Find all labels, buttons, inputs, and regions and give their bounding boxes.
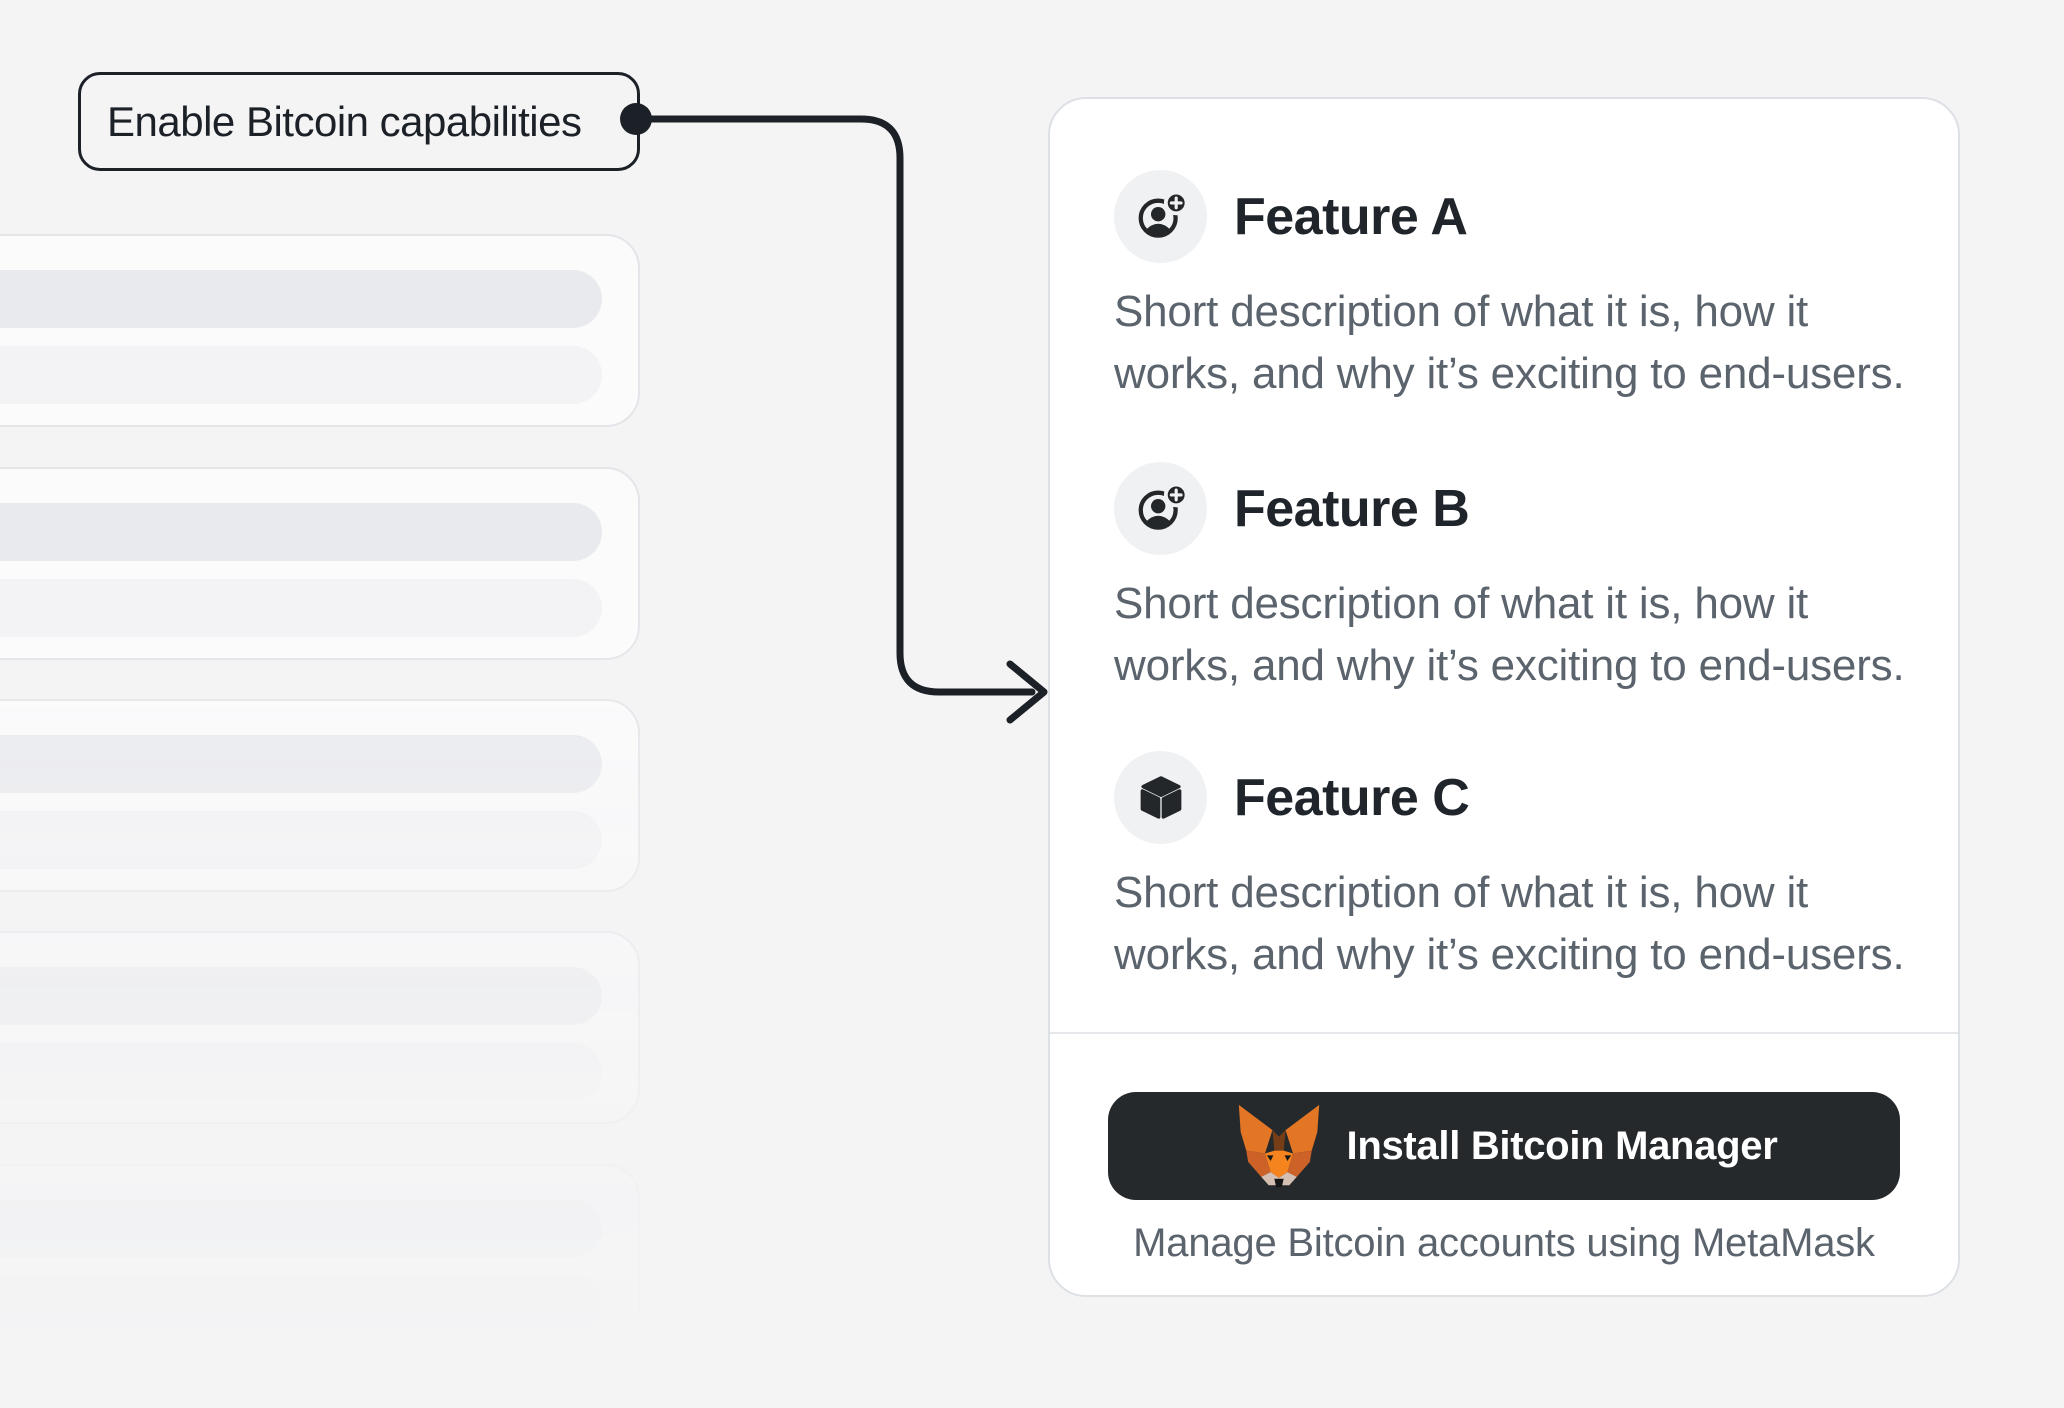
skeleton-bar [0, 346, 602, 404]
skeleton-bar [0, 503, 602, 561]
skeleton-bar [0, 1043, 602, 1101]
feature-description: Short description of what it is, how it … [1114, 287, 1905, 398]
feature-title: Feature C [1234, 768, 1470, 827]
feature-item-a: Feature A Short description of what it i… [1114, 170, 1914, 405]
skeleton-bar [0, 1200, 602, 1258]
metamask-fox-icon [1231, 1103, 1327, 1189]
feature-title: Feature A [1234, 187, 1468, 246]
skeleton-card [0, 234, 640, 427]
feature-description: Short description of what it is, how it … [1114, 868, 1905, 979]
skeleton-card [0, 467, 640, 660]
callout-label: Enable Bitcoin capabilities [107, 97, 582, 145]
skeleton-bar [0, 1276, 602, 1334]
install-bitcoin-manager-button[interactable]: Install Bitcoin Manager [1108, 1092, 1900, 1200]
skeleton-bar [0, 735, 602, 793]
card-divider [1050, 1032, 1958, 1034]
feature-item-c: Feature C Short description of what it i… [1114, 751, 1914, 986]
account-add-icon [1114, 462, 1207, 555]
cube-icon [1114, 751, 1207, 844]
arrowhead-icon [1006, 660, 1048, 724]
feature-a-header: Feature A [1114, 170, 1914, 263]
skeleton-card [0, 1164, 640, 1357]
skeleton-card [0, 699, 640, 892]
feature-item-b: Feature B Short description of what it i… [1114, 462, 1914, 697]
skeleton-bar [0, 270, 602, 328]
skeleton-bar [0, 579, 602, 637]
feature-title: Feature B [1234, 479, 1470, 538]
callout-enable-bitcoin: Enable Bitcoin capabilities [78, 72, 640, 171]
feature-c-header: Feature C [1114, 751, 1914, 844]
connector-line [632, 115, 1036, 696]
features-card: Feature A Short description of what it i… [1048, 97, 1960, 1297]
feature-description: Short description of what it is, how it … [1114, 579, 1905, 690]
account-add-icon [1114, 170, 1207, 263]
skeleton-bar [0, 967, 602, 1025]
skeleton-panel [0, 234, 640, 1408]
skeleton-bar [0, 811, 602, 869]
install-button-label: Install Bitcoin Manager [1346, 1123, 1778, 1168]
button-caption: Manage Bitcoin accounts using MetaMask [1133, 1221, 1875, 1265]
skeleton-card [0, 931, 640, 1124]
feature-b-header: Feature B [1114, 462, 1914, 555]
